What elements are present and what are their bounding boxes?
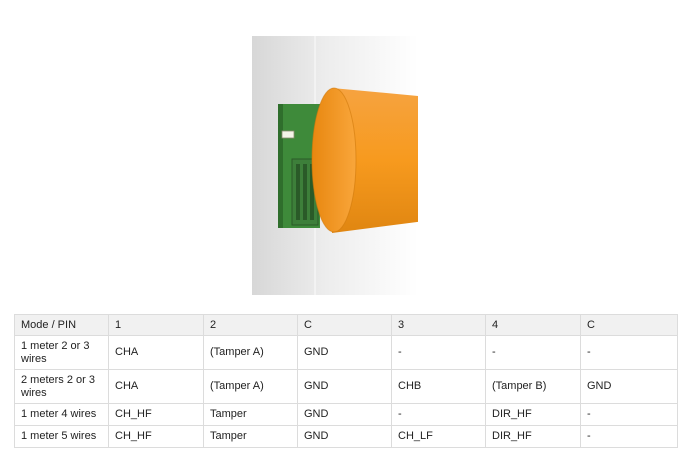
column-header-pin-c: C — [297, 314, 392, 336]
table-cell: GND — [580, 369, 678, 404]
cylinder-cap — [312, 88, 356, 232]
table-cell: GND — [297, 425, 392, 448]
column-header-mode: Mode / PIN — [14, 314, 109, 336]
table-cell: (Tamper A) — [203, 335, 298, 370]
led-component — [281, 130, 295, 139]
table-cell: CH_HF — [108, 403, 204, 426]
column-header-pin-4: 4 — [485, 314, 581, 336]
table-cell: 1 meter 4 wires — [14, 403, 109, 426]
table-cell: - — [485, 335, 581, 370]
table-row: 2 meters 2 or 3 wires CHA (Tamper A) GND… — [14, 369, 678, 404]
table-cell: CHB — [391, 369, 486, 404]
table-cell: CHA — [108, 369, 204, 404]
pulse-sensor-illustration — [252, 36, 418, 295]
pin-mapping-table: Mode / PIN 1 2 C 3 4 C 1 meter 2 or 3 wi… — [14, 314, 678, 448]
column-header-pin-c2: C — [580, 314, 678, 336]
table-cell: CH_HF — [108, 425, 204, 448]
column-header-pin-3: 3 — [391, 314, 486, 336]
table-cell: DIR_HF — [485, 425, 581, 448]
table-cell: 1 meter 5 wires — [14, 425, 109, 448]
table-cell: GND — [297, 403, 392, 426]
table-cell: - — [580, 425, 678, 448]
table-cell: DIR_HF — [485, 403, 581, 426]
table-cell: CHA — [108, 335, 204, 370]
table-cell: CH_LF — [391, 425, 486, 448]
column-header-pin-2: 2 — [203, 314, 298, 336]
table-cell: Tamper — [203, 425, 298, 448]
table-row: 1 meter 2 or 3 wires CHA (Tamper A) GND … — [14, 335, 678, 370]
table-cell: - — [580, 335, 678, 370]
table-cell: (Tamper A) — [203, 369, 298, 404]
table-cell: - — [391, 403, 486, 426]
column-header-pin-1: 1 — [108, 314, 204, 336]
table-cell: - — [391, 335, 486, 370]
table-cell: (Tamper B) — [485, 369, 581, 404]
table-cell: 1 meter 2 or 3 wires — [14, 335, 109, 370]
table-cell: GND — [297, 335, 392, 370]
table-cell: GND — [297, 369, 392, 404]
table-cell: - — [580, 403, 678, 426]
table-cell: 2 meters 2 or 3 wires — [14, 369, 109, 404]
table-row: 1 meter 4 wires CH_HF Tamper GND - DIR_H… — [14, 403, 678, 426]
table-cell: Tamper — [203, 403, 298, 426]
table-row: 1 meter 5 wires CH_HF Tamper GND CH_LF D… — [14, 425, 678, 448]
table-header-row: Mode / PIN 1 2 C 3 4 C — [14, 314, 678, 336]
product-image — [252, 36, 418, 295]
